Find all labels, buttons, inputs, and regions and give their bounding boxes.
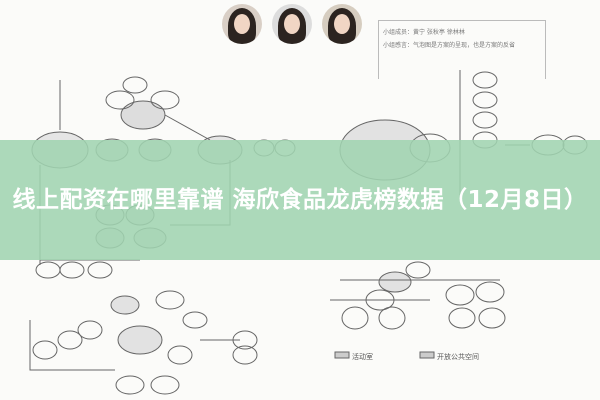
avatar [222, 4, 262, 44]
comment-text: 气泡图是方案的呈现，也是方案的反省 [413, 42, 516, 49]
group-info-box: 小组成员：黄宁 张秋亭 徐林林 小组感言：气泡图是方案的呈现，也是方案的反省 [378, 20, 546, 79]
comment-label: 小组感言： [383, 42, 414, 49]
title-banner: 线上配资在哪里靠谱 海欣食品龙虎榜数据（12月8日） [0, 140, 600, 260]
legend-item-activity-room: 活动室 [352, 353, 373, 361]
members-label: 小组成员： [383, 29, 414, 36]
avatar [322, 4, 362, 44]
banner-title[interactable]: 线上配资在哪里靠谱 海欣食品龙虎榜数据（12月8日） [12, 186, 588, 213]
avatar [272, 4, 312, 44]
members-names: 黄宁 张秋亭 徐林林 [413, 29, 465, 36]
members-line: 小组成员：黄宁 张秋亭 徐林林 [383, 27, 541, 36]
comment-line: 小组感言：气泡图是方案的呈现，也是方案的反省 [383, 40, 541, 49]
legend-item-open-public-space: 开放公共空间 [437, 353, 479, 361]
